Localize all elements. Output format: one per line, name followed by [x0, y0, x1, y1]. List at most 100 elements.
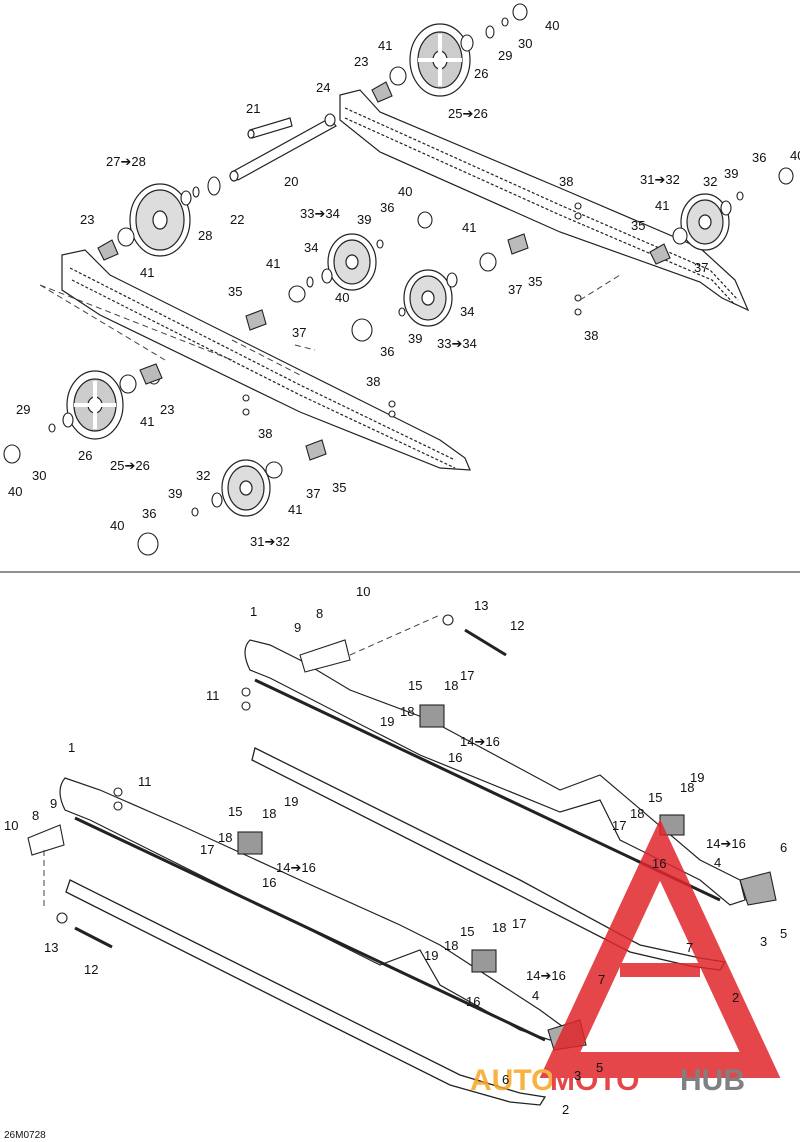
callout-t3334b: 33➔34 [437, 336, 477, 351]
callout-b1b: 1 [68, 740, 75, 755]
callout-b1a: 1 [250, 604, 257, 619]
callout-b7a: 7 [686, 940, 693, 955]
callout-t3132b: 31➔32 [250, 534, 290, 549]
callout-t41a: 41 [378, 38, 392, 53]
callout-t38a: 38 [559, 174, 573, 189]
callout-t27: 27➔28 [106, 154, 146, 169]
callout-t24: 24 [316, 80, 330, 95]
callout-b3b: 3 [574, 1068, 581, 1083]
rear-suspension-rail-left [61, 249, 471, 471]
callout-t41c: 41 [266, 256, 280, 271]
callout-b4a: 4 [714, 855, 721, 870]
idler-wheel-31-right [680, 193, 730, 251]
callout-t40a: 40 [545, 18, 559, 33]
idler-wheel-25-top [409, 23, 471, 97]
figure-code: 26M0728 [4, 1130, 46, 1141]
callout-b12a: 12 [510, 618, 524, 633]
callout-t38d: 38 [258, 426, 272, 441]
wear-strip-left [65, 879, 547, 1106]
callout-b12b: 12 [84, 962, 98, 977]
callout-t26b: 26 [78, 448, 92, 463]
callout-b17b: 17 [200, 842, 214, 857]
spacer-tube-21 [247, 117, 293, 139]
callout-t25a: 25➔26 [448, 106, 488, 121]
callout-b19b: 19 [284, 794, 298, 809]
callout-b8b: 8 [32, 808, 39, 823]
callout-b4b: 4 [532, 988, 539, 1003]
callout-b7b: 7 [598, 972, 605, 987]
callout-b18d: 18 [218, 830, 232, 845]
callout-b3a: 3 [760, 934, 767, 949]
hardware-top [3, 3, 794, 556]
callout-t28: 28 [198, 228, 212, 243]
callout-t29b: 29 [16, 402, 30, 417]
callout-b15d: 15 [460, 924, 474, 939]
callout-b9b: 9 [50, 796, 57, 811]
callout-t30b: 30 [32, 468, 46, 483]
callout-t40e: 40 [8, 484, 22, 499]
callout-b13a: 13 [474, 598, 488, 613]
callout-b6b: 6 [502, 1072, 509, 1087]
callout-t39b: 39 [408, 331, 422, 346]
callout-b9a: 9 [294, 620, 301, 635]
callout-b18h: 18 [444, 938, 458, 953]
callout-b1416d: 14➔16 [526, 968, 566, 983]
rear-suspension-rail-right [339, 89, 750, 312]
callout-t23c: 23 [160, 402, 174, 417]
idler-wheel-27-top [129, 183, 191, 257]
callout-t41g: 41 [288, 502, 302, 517]
callout-b1416c: 14➔16 [706, 836, 746, 851]
callout-t35d: 35 [332, 480, 346, 495]
callout-t35a: 35 [228, 284, 242, 299]
callout-labels: 40302941232625➔2624212027➔282822234133➔3… [4, 18, 800, 1117]
callout-b17c: 17 [612, 818, 626, 833]
watermark-text-auto: AUTO [470, 1064, 554, 1097]
callout-t41b: 41 [140, 265, 154, 280]
callout-t40d: 40 [790, 148, 800, 163]
callout-b18g: 18 [492, 920, 506, 935]
callout-t35c: 35 [631, 218, 645, 233]
callout-b1416a: 14➔16 [460, 734, 500, 749]
callout-b18e: 18 [680, 780, 694, 795]
callout-t40b: 40 [398, 184, 412, 199]
callout-t30a: 30 [518, 36, 532, 51]
callout-b15a: 15 [408, 678, 422, 693]
axle-20 [229, 117, 337, 182]
callout-t41f: 41 [140, 414, 154, 429]
callout-t21: 21 [246, 101, 260, 116]
callout-b19d: 19 [424, 948, 438, 963]
watermark-triangle [539, 819, 781, 1078]
callout-b11a: 11 [206, 688, 220, 703]
callout-b6a: 6 [780, 840, 787, 855]
watermark-logo: AUTO MOTO HUB [470, 819, 781, 1097]
callout-t23a: 23 [354, 54, 368, 69]
callout-b16a: 16 [448, 750, 462, 765]
callout-t34b: 34 [460, 304, 474, 319]
callout-t38c: 38 [366, 374, 380, 389]
callout-t37b: 37 [508, 282, 522, 297]
callout-t32a: 32 [703, 174, 717, 189]
callout-t39d: 39 [168, 486, 182, 501]
callout-t34a: 34 [304, 240, 318, 255]
callout-t35b: 35 [528, 274, 542, 289]
idler-wheel-25-bottom [66, 370, 124, 440]
callout-t36b: 36 [380, 344, 394, 359]
watermark-text-hub: HUB [680, 1064, 745, 1097]
callout-b13b: 13 [44, 940, 58, 955]
callout-t3132a: 31➔32 [640, 172, 680, 187]
idler-wheel-33-a [327, 233, 377, 291]
callout-t25b: 25➔26 [110, 458, 150, 473]
idler-wheel-33-b [403, 269, 453, 327]
callout-b19a: 19 [380, 714, 394, 729]
callout-t41e: 41 [655, 198, 669, 213]
callout-b1416b: 14➔16 [276, 860, 316, 875]
callout-t39a: 39 [357, 212, 371, 227]
callout-b2a: 2 [732, 990, 739, 1005]
callout-b16d: 16 [466, 994, 480, 1009]
callout-b17a: 17 [460, 668, 474, 683]
callout-t40f: 40 [110, 518, 124, 533]
callout-b10a: 10 [356, 584, 370, 599]
callout-t37a: 37 [292, 325, 306, 340]
callout-t38b: 38 [584, 328, 598, 343]
